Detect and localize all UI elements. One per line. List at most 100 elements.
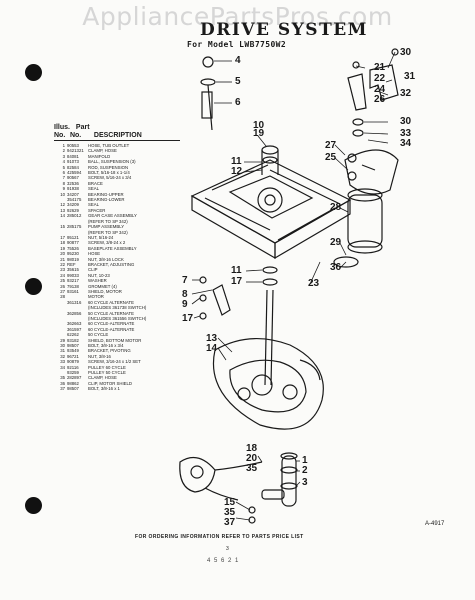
part-description: PULLEY 50 CYCLE bbox=[88, 370, 126, 376]
callout-6: 6 bbox=[235, 97, 241, 108]
part-description: BEARING-UPPER bbox=[88, 191, 124, 197]
part-illus-no: 7 bbox=[62, 175, 65, 181]
col-illus: Illus. bbox=[54, 124, 70, 131]
col-no-2: No. bbox=[69, 132, 82, 139]
part-illus-no: 28 bbox=[60, 294, 65, 300]
part-description: MANIFOLD bbox=[88, 153, 111, 159]
part-number: 93259 bbox=[67, 370, 79, 376]
part-number: REF bbox=[67, 261, 76, 267]
callout-7: 7 bbox=[182, 275, 188, 286]
part-number: 32536 bbox=[67, 180, 79, 186]
part-number: 92629 bbox=[67, 207, 79, 213]
part-description: SPACER bbox=[88, 207, 106, 213]
callout-26: 26 bbox=[374, 94, 386, 105]
callout-17: 17 bbox=[231, 276, 243, 287]
part-description: CLIP bbox=[88, 267, 98, 273]
part-illus-no: 14 bbox=[60, 213, 65, 219]
callout-37: 37 bbox=[224, 517, 236, 528]
part-description: CLIP, MOTOR SHIELD bbox=[88, 380, 133, 386]
part-description: (REFER TO SP 342) bbox=[88, 218, 128, 224]
page-title: DRIVE SYSTEM bbox=[200, 20, 369, 40]
part-description: BOLT, 5/16-18 x 1-1/4 bbox=[88, 170, 130, 176]
part-number: 62262 bbox=[67, 332, 79, 338]
part-illus-no: 4 bbox=[62, 159, 65, 165]
callout-20: 20 bbox=[246, 453, 258, 464]
part-description: CLAMP, HOSE bbox=[88, 148, 117, 154]
part-illus-no: 12 bbox=[60, 202, 65, 208]
part-description: NUT, 3/8-16 LOCK bbox=[88, 256, 124, 262]
hose bbox=[214, 461, 263, 471]
part-description: 60 CYCLE-ALTERNATE bbox=[88, 326, 135, 332]
figure-number: A-4917 bbox=[425, 521, 445, 527]
part-number: 98507 bbox=[67, 386, 79, 392]
adjusting-bracket bbox=[347, 73, 367, 111]
part-illus-no: 15 bbox=[60, 224, 65, 230]
parts-row: (INCLUDES 361738 SWITCH) bbox=[54, 305, 180, 310]
part-number: 285175 bbox=[67, 224, 82, 230]
callout-8: 8 bbox=[182, 289, 188, 300]
part-description: (INCLUDES 361556 SWITCH) bbox=[88, 316, 147, 321]
suspension-ball bbox=[202, 56, 214, 68]
part-number: 95121 bbox=[67, 234, 79, 240]
part-illus-no: 9 bbox=[62, 186, 65, 192]
part-number: 99033 bbox=[67, 272, 79, 278]
part-description: 50 CYCLE ALTERNATE bbox=[88, 310, 134, 316]
callout-5: 5 bbox=[235, 76, 241, 87]
part-number: 285012 bbox=[67, 213, 82, 219]
part-number: 90879 bbox=[67, 359, 79, 365]
part-illus-no: 18 bbox=[60, 240, 65, 246]
part-illus-no: 1 bbox=[62, 143, 65, 148]
part-illus-no: 36 bbox=[60, 380, 65, 386]
part-number: 425594 bbox=[67, 170, 82, 176]
part-illus-no: 35 bbox=[60, 375, 65, 381]
callout-2: 2 bbox=[302, 465, 308, 476]
callout-30: 30 bbox=[400, 116, 412, 127]
part-illus-no: 17 bbox=[60, 234, 65, 240]
part-number: 96721 bbox=[67, 353, 79, 359]
part-description: SCREW, 5/16-24 x 3/4 bbox=[88, 175, 132, 181]
part-description: SEAL bbox=[88, 186, 99, 192]
part-number: 90553 bbox=[67, 143, 79, 148]
parts-list-header-2: No. No. DESCRIPTION bbox=[54, 132, 180, 141]
part-illus-no: 3 bbox=[62, 153, 65, 159]
binder-hole bbox=[25, 64, 42, 81]
upper-bearing bbox=[261, 145, 279, 155]
part-description: NUT, 3/8-16 bbox=[88, 353, 111, 359]
part-description: ROD, SUSPENSION bbox=[88, 164, 129, 170]
part-description: WASHER bbox=[88, 278, 107, 284]
callout-21: 21 bbox=[374, 62, 386, 73]
part-number: 34207 bbox=[67, 191, 79, 197]
part-description: (INCLUDES 361738 SWITCH) bbox=[88, 305, 147, 311]
part-number: 98507 bbox=[67, 343, 79, 349]
part-number: 362663 bbox=[67, 321, 82, 327]
part-illus-no: 8 bbox=[62, 180, 65, 186]
baseplate bbox=[190, 159, 352, 244]
part-description: NUT, 10-23 bbox=[88, 272, 110, 278]
binder-hole bbox=[25, 497, 42, 514]
parts-row: (REFER TO SP 342) bbox=[54, 219, 180, 224]
part-illus-no: 34 bbox=[60, 364, 65, 370]
part-number: 98019 bbox=[67, 256, 79, 262]
part-number: 95230 bbox=[67, 251, 79, 257]
callout-28: 28 bbox=[330, 202, 342, 213]
part-illus-no: 32 bbox=[60, 353, 65, 359]
